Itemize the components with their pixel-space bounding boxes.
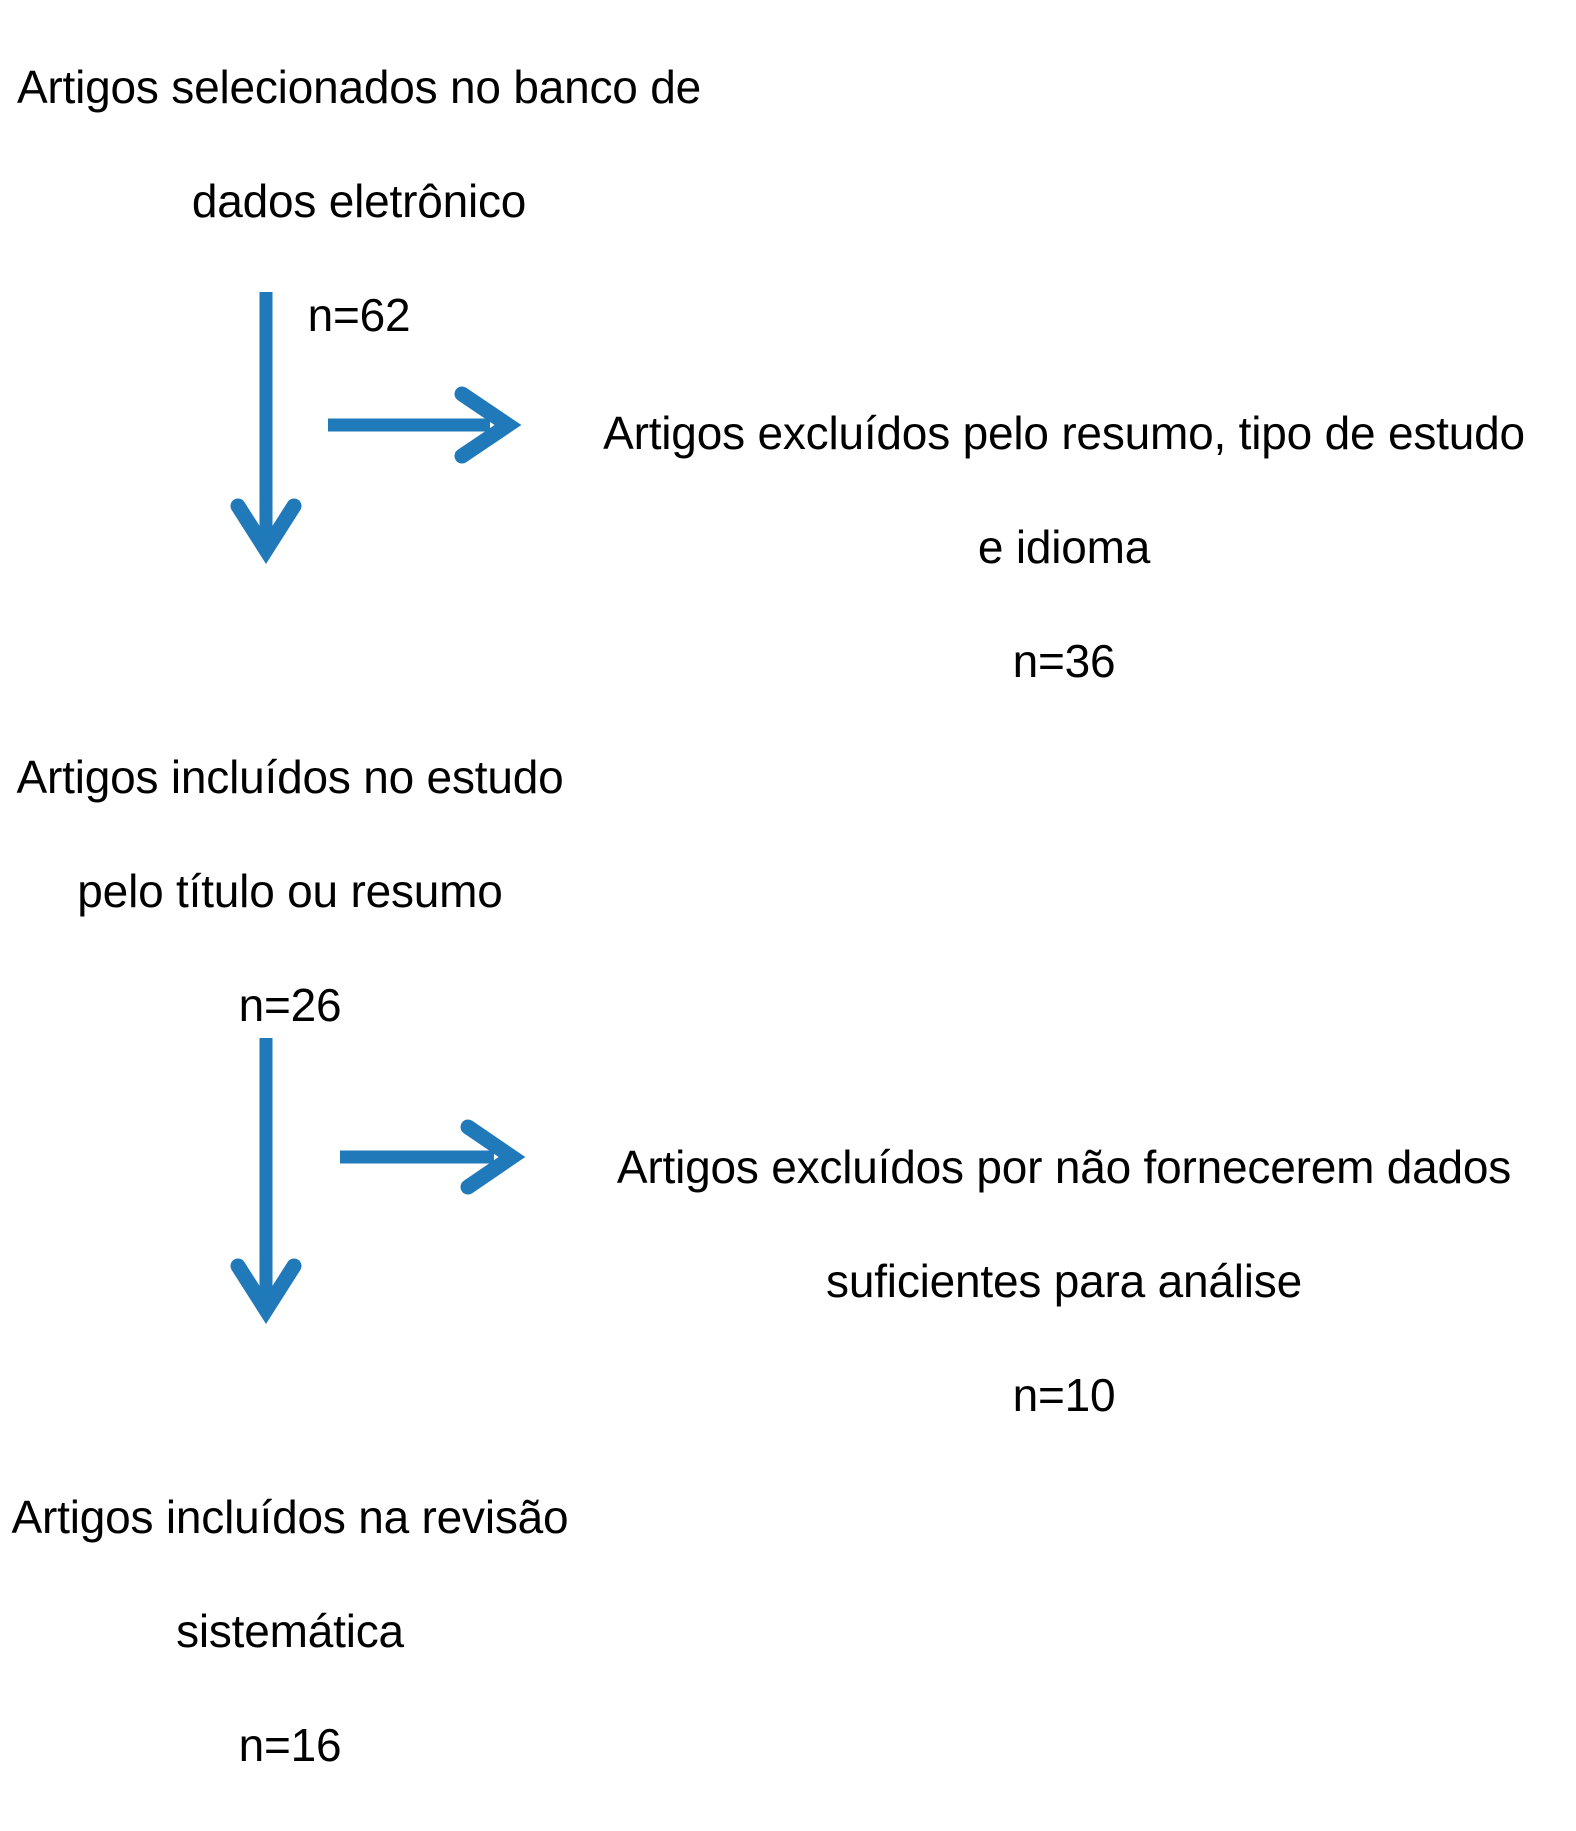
arrow-down-screening-to-included <box>228 1032 308 1328</box>
node-excluded-abstract-line1: Artigos excluídos pelo resumo, tipo de e… <box>603 407 1525 460</box>
node-excluded-insufficient-count: n=10 <box>1012 1369 1116 1422</box>
node-excluded-insufficient-line1: Artigos excluídos por não fornecerem dad… <box>616 1141 1512 1194</box>
node-included-title: Artigos incluídos no estudo pelo título … <box>0 692 580 1091</box>
node-included-review-line2: sistemática <box>176 1605 404 1658</box>
arrow-down-icon <box>230 1038 302 1324</box>
node-excluded-insufficient: Artigos excluídos por não fornecerem dad… <box>552 1082 1576 1481</box>
node-included-title-line1: Artigos incluídos no estudo <box>16 751 564 804</box>
arrow-right-icon <box>328 386 522 464</box>
node-excluded-abstract-line2: e idioma <box>977 521 1151 574</box>
arrow-right-screening-to-excluded-insufficient <box>334 1118 534 1196</box>
arrow-right-records-to-excluded-abstract <box>322 386 522 464</box>
arrow-down-icon <box>230 292 302 564</box>
node-records-identified-line1: Artigos selecionados no banco de <box>16 61 702 114</box>
node-excluded-abstract-count: n=36 <box>1012 635 1116 688</box>
arrow-down-records-to-screening <box>228 288 308 564</box>
node-included-review-count: n=16 <box>238 1719 342 1772</box>
node-included-review: Artigos incluídos na revisão sistemática… <box>0 1432 580 1831</box>
node-included-title-count: n=26 <box>238 979 342 1032</box>
node-excluded-insufficient-line2: suficientes para análise <box>826 1255 1302 1308</box>
node-records-identified-line2: dados eletrônico <box>191 175 527 228</box>
node-included-review-line1: Artigos incluídos na revisão <box>11 1491 569 1544</box>
prisma-flow-diagram: Artigos selecionados no banco de dados e… <box>0 2 1576 1772</box>
arrow-right-icon <box>340 1119 526 1195</box>
node-included-title-line2: pelo título ou resumo <box>77 865 503 918</box>
node-records-identified: Artigos selecionados no banco de dados e… <box>0 2 718 401</box>
node-excluded-abstract: Artigos excluídos pelo resumo, tipo de e… <box>552 348 1576 747</box>
node-records-identified-count: n=62 <box>307 289 411 342</box>
